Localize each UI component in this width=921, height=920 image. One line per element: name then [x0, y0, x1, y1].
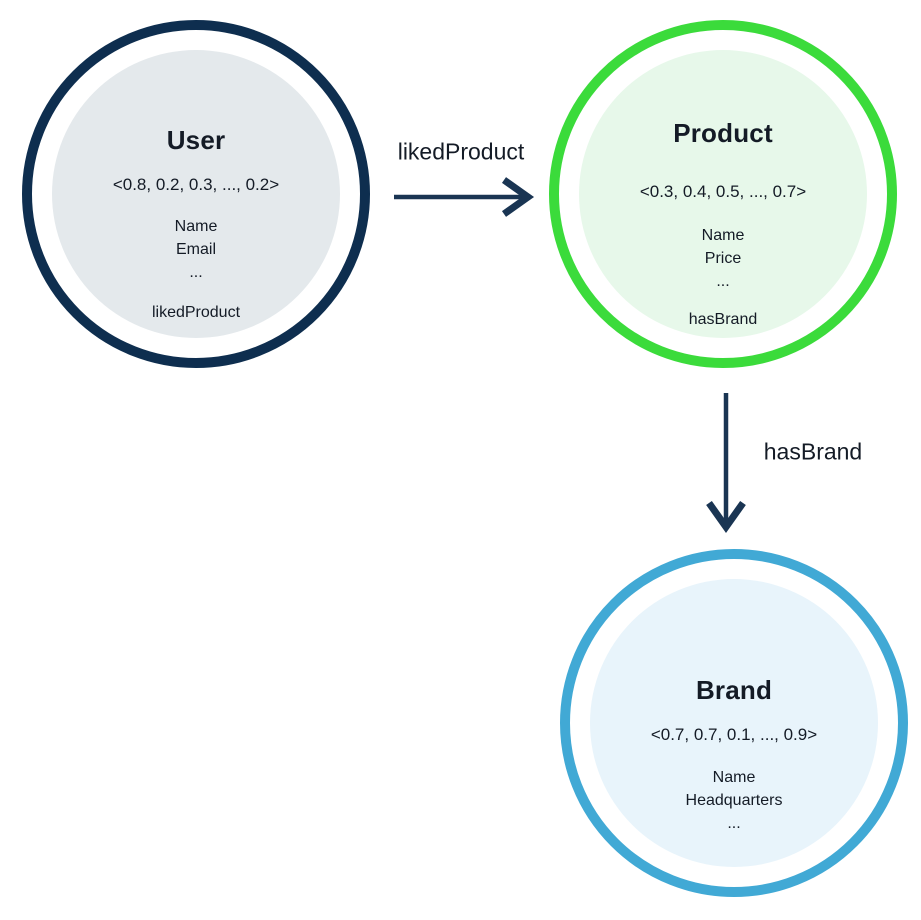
node-property-ellipsis: ... [189, 264, 203, 281]
node-product: Product <0.3, 0.4, 0.5, ..., 0.7> Name P… [549, 20, 897, 368]
node-relationship: likedProduct [151, 304, 241, 321]
edge-label-hasbrand: hasBrand [763, 438, 863, 465]
has-brand-arrow [706, 393, 746, 534]
node-embedding-vector: <0.7, 0.7, 0.1, ..., 0.9> [650, 725, 818, 744]
node-title: Brand [695, 675, 773, 705]
node-embedding-vector: <0.3, 0.4, 0.5, ..., 0.7> [639, 182, 807, 201]
node-embedding-vector: <0.8, 0.2, 0.3, ..., 0.2> [112, 175, 280, 194]
node-relationship: hasBrand [688, 311, 758, 328]
node-property: Name [712, 769, 756, 786]
node-title: Product [673, 118, 773, 148]
node-brand-fill: Brand <0.7, 0.7, 0.1, ..., 0.9> Name Hea… [590, 579, 878, 867]
node-property: Email [175, 241, 216, 258]
node-property: Price [704, 250, 742, 267]
node-property: Headquarters [685, 792, 783, 809]
node-properties: Name Price ... [579, 224, 867, 293]
node-user: User <0.8, 0.2, 0.3, ..., 0.2> Name Emai… [22, 20, 370, 368]
node-properties: Name Email ... [52, 215, 340, 284]
node-title: User [166, 125, 226, 155]
edge-label-likedproduct: likedProduct [397, 138, 525, 165]
node-property: Name [174, 218, 218, 235]
node-property-ellipsis: ... [727, 815, 741, 832]
liked-product-arrow [394, 177, 535, 217]
node-property-ellipsis: ... [716, 273, 730, 290]
node-product-fill: Product <0.3, 0.4, 0.5, ..., 0.7> Name P… [579, 50, 867, 338]
node-brand: Brand <0.7, 0.7, 0.1, ..., 0.9> Name Hea… [560, 549, 908, 897]
node-property: Name [701, 227, 745, 244]
node-properties: Name Headquarters ... [590, 766, 878, 835]
node-user-fill: User <0.8, 0.2, 0.3, ..., 0.2> Name Emai… [52, 50, 340, 338]
